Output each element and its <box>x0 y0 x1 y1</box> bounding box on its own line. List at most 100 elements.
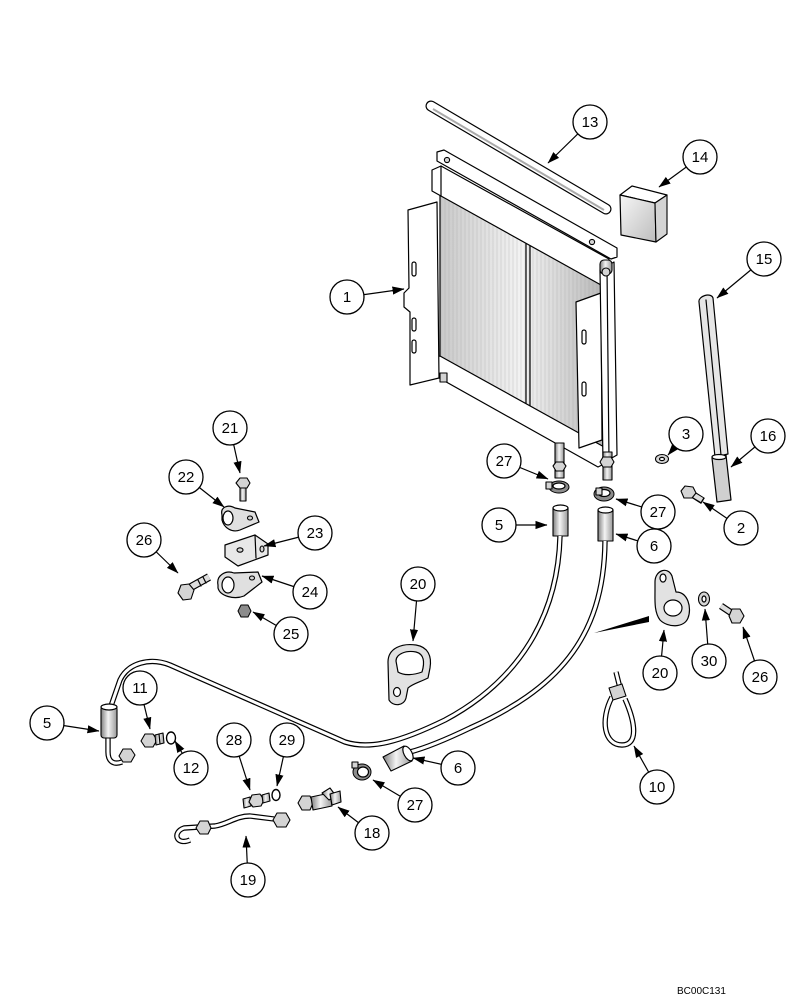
clamp-24 <box>217 571 263 599</box>
callout-number: 5 <box>43 715 51 732</box>
hose-5-lower-body <box>100 705 118 739</box>
hose-5-upper-body <box>552 507 569 537</box>
right-tank-edge <box>606 267 610 461</box>
callout-6-lower: 6 <box>412 750 476 786</box>
clip-20-center <box>387 643 432 706</box>
callout-5-lower: 5 <box>29 705 100 741</box>
callout-circle <box>292 574 328 610</box>
callout-number: 27 <box>496 453 513 470</box>
callout-number: 19 <box>240 872 257 889</box>
clamp-opening <box>552 482 566 490</box>
right-plate-slot <box>581 381 587 397</box>
callout-circle <box>168 459 204 495</box>
callout-number: 15 <box>756 251 773 268</box>
callout-number: 26 <box>752 669 769 686</box>
callout-16: 16 <box>730 418 786 468</box>
washer-30 <box>697 591 711 607</box>
callout-27-lower: 27 <box>372 779 433 823</box>
callout-18: 18 <box>337 806 390 851</box>
callout-number: 6 <box>454 760 462 777</box>
bolt-21-shank <box>239 486 247 502</box>
callout-circle <box>29 705 65 741</box>
bottom-tank-foot <box>439 372 448 383</box>
tube-5-body <box>109 535 562 747</box>
callout-circle <box>269 722 305 758</box>
callout-number: 27 <box>407 797 424 814</box>
callout-number: 10 <box>649 779 666 796</box>
callout-number: 27 <box>650 504 667 521</box>
callout-number: 20 <box>410 576 427 593</box>
tube-6 <box>409 540 608 755</box>
seal-strip-long-edge <box>705 299 722 456</box>
callout-circle <box>212 410 248 446</box>
callout-28: 28 <box>216 722 252 791</box>
clamp-24-hole <box>248 575 256 581</box>
bolt-26-left-shank <box>189 574 211 590</box>
left-mounting-plate <box>403 201 440 386</box>
callout-number: 29 <box>279 732 296 749</box>
callout-number: 16 <box>760 428 777 445</box>
fitting-11 <box>140 732 165 748</box>
fitting-28-nipple <box>242 796 252 809</box>
callout-number: 25 <box>283 626 300 643</box>
callout-number: 1 <box>343 289 351 306</box>
callout-circle <box>122 670 158 706</box>
tube-19-nut-left <box>195 820 212 835</box>
callout-circle <box>750 418 786 454</box>
callout-circle <box>397 787 433 823</box>
washer-30-hole <box>701 595 707 603</box>
nut-25 <box>237 604 252 618</box>
bolt-2-head <box>680 485 697 499</box>
outlet-stub-left-pipe <box>554 442 565 479</box>
callout-number: 21 <box>222 420 239 437</box>
elbow-pipe <box>106 738 123 765</box>
hose-clamp-27-right <box>593 486 615 502</box>
callout-30: 30 <box>691 608 727 679</box>
seal-rod-shade <box>432 108 605 211</box>
install-direction-arrow <box>594 616 649 633</box>
bolt-26-left-thread <box>197 579 202 587</box>
hose-6-upper-end <box>597 506 614 514</box>
tube-19-body <box>175 814 275 843</box>
clamp-screw <box>351 761 359 769</box>
right-plate-slot <box>581 329 587 345</box>
callout-number: 5 <box>495 517 503 534</box>
o-ring-29 <box>271 788 281 802</box>
callout-25: 25 <box>252 611 309 652</box>
seal-strip-short-body <box>711 454 732 503</box>
bolt-26-left-head <box>177 583 195 601</box>
elbow-nut <box>118 748 136 763</box>
callout-14: 14 <box>658 139 718 188</box>
hose-5-upper <box>552 504 569 537</box>
bracket-23-hole <box>236 547 244 553</box>
callout-1: 1 <box>329 279 405 315</box>
callout-number: 18 <box>364 825 381 842</box>
bracket-23-bend <box>254 534 257 559</box>
callout-number: 3 <box>682 426 690 443</box>
bolt-26-left <box>177 573 211 601</box>
top-rail-bolt-right <box>588 238 596 246</box>
tee-18-barb <box>329 790 342 806</box>
callout-number: 24 <box>302 584 319 601</box>
callout-circle <box>636 528 672 564</box>
clamp-24-bore <box>221 576 235 594</box>
bolt-26-right <box>719 603 745 624</box>
callout-number: 11 <box>132 680 148 697</box>
hose-6-upper-body <box>597 509 614 542</box>
tube-6-body <box>409 540 607 754</box>
hose-5-upper-end <box>552 504 569 512</box>
callout-circle <box>481 507 517 543</box>
tube-5 <box>108 535 563 748</box>
callout-20-right: 20 <box>642 629 678 691</box>
callout-5-upper: 5 <box>481 507 548 543</box>
callout-number: 22 <box>178 469 195 486</box>
bracket-23 <box>224 534 269 567</box>
hose-6-lower-end <box>402 745 414 762</box>
bolt-26-head <box>728 608 745 624</box>
callout-27-upper-left: 27 <box>486 443 549 480</box>
tube-19 <box>174 812 291 845</box>
clip-20-cushion <box>663 599 683 617</box>
outlet-stub-left <box>552 442 567 479</box>
callout-21: 21 <box>212 410 248 474</box>
